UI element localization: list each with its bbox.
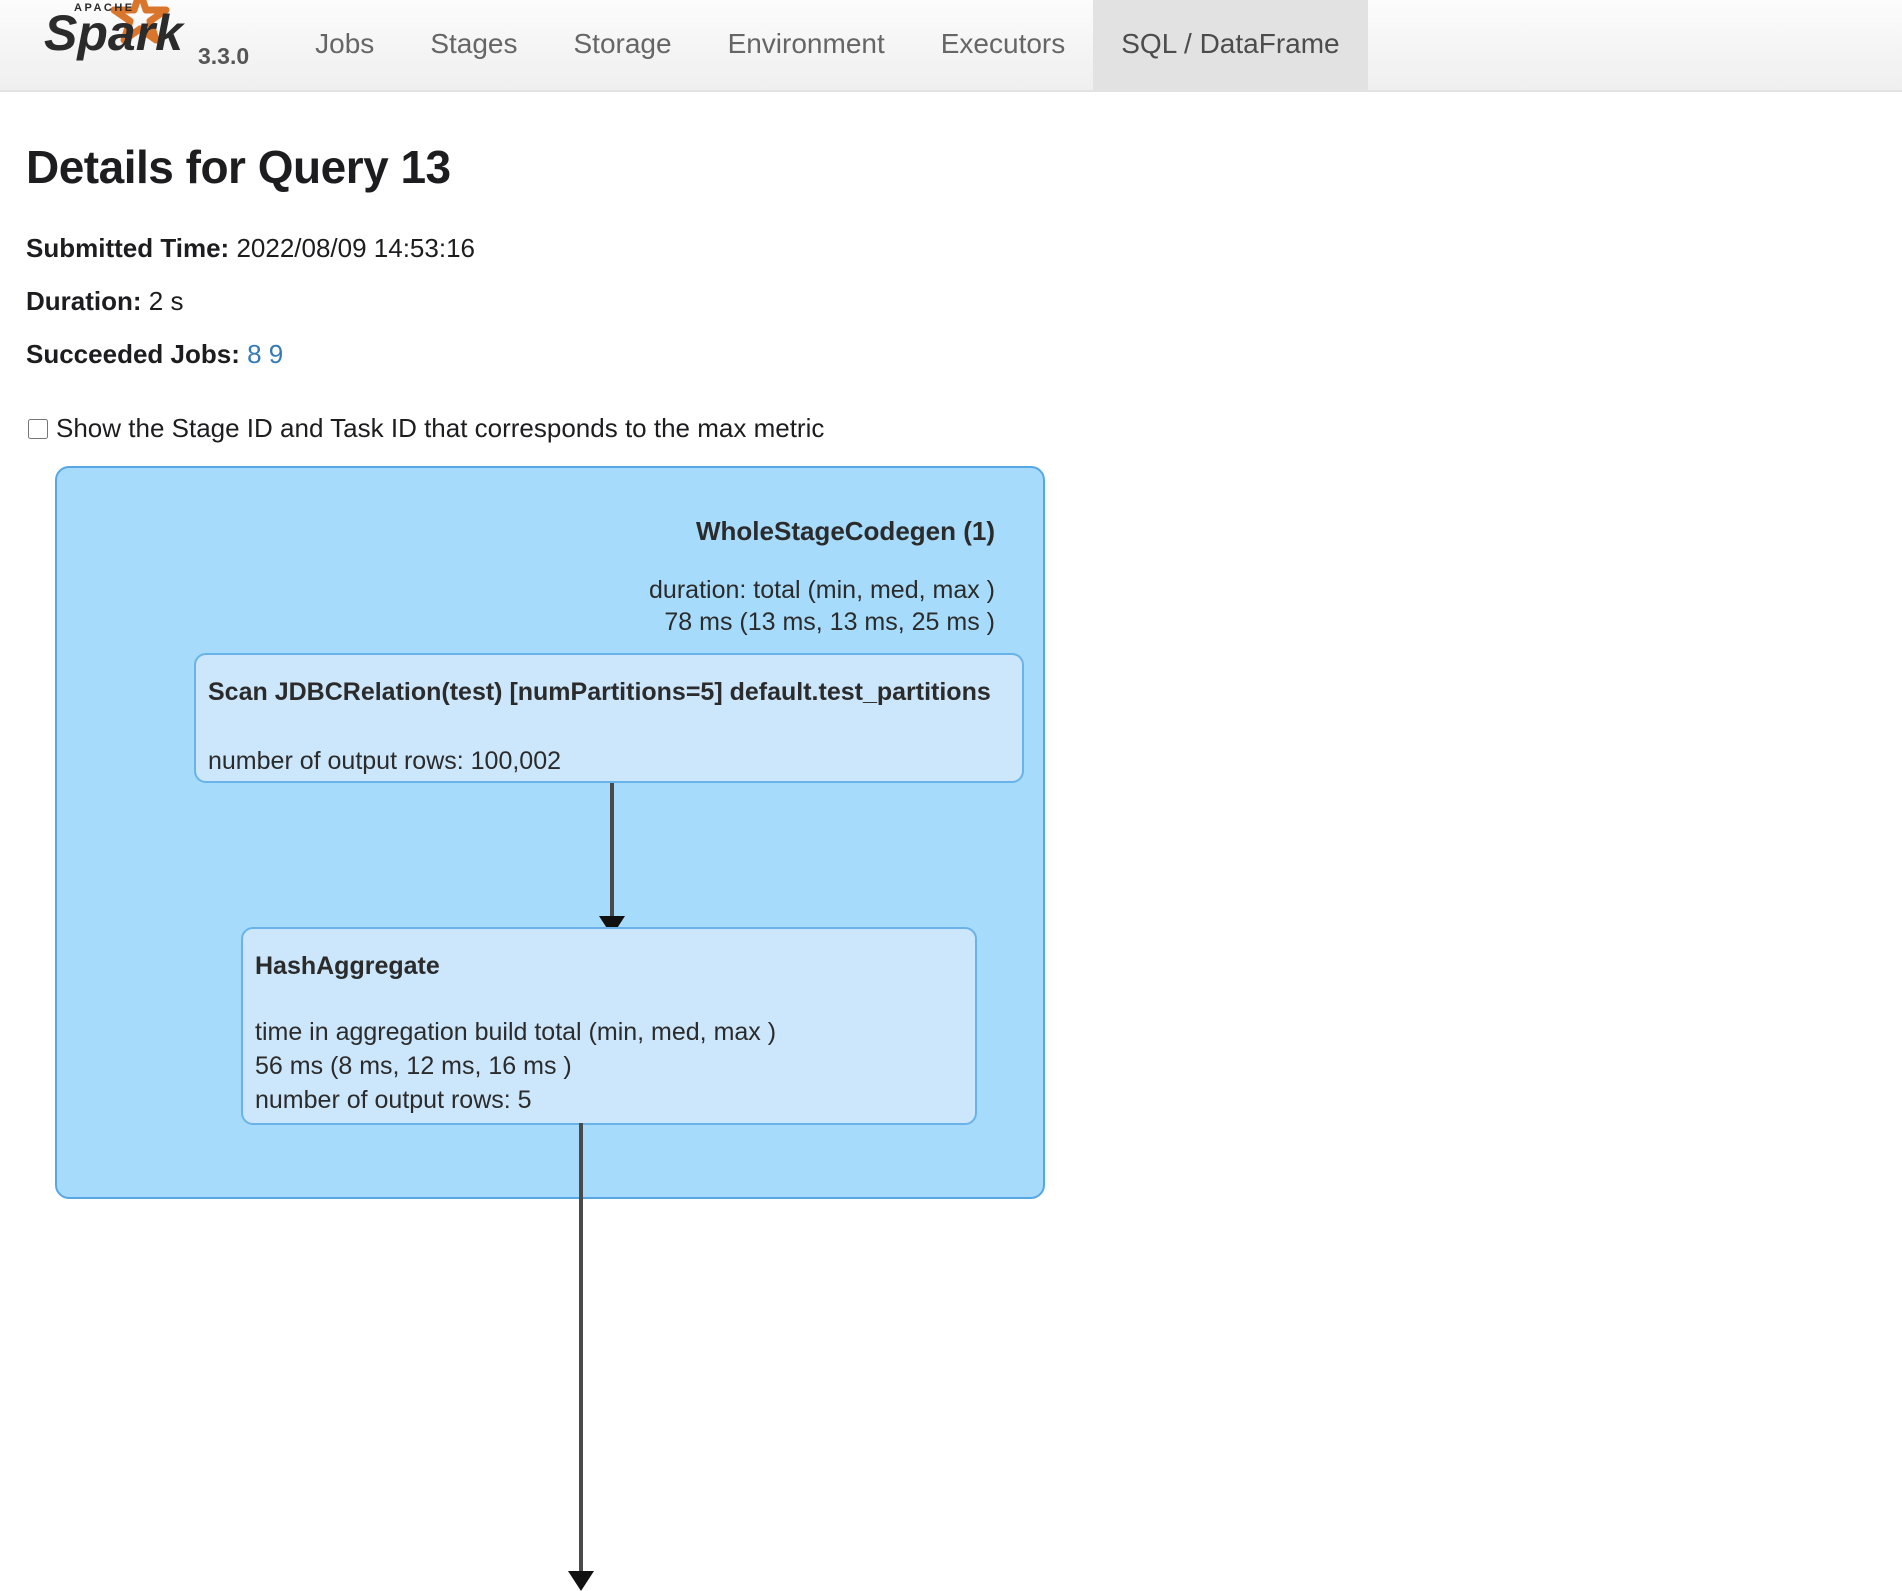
plan-cluster-wholestagecodegen[interactable]: WholeStageCodegen (1) duration: total (m…	[55, 466, 1045, 1200]
succeeded-job-link-8[interactable]: 8	[247, 338, 262, 369]
submitted-time-value: 2022/08/09 14:53:16	[236, 233, 475, 263]
plan-edge-arrowhead-2	[568, 1571, 594, 1591]
nav-tab-jobs-label: Jobs	[315, 28, 375, 59]
plan-edge-hashaggregate-to-next	[579, 1123, 583, 1579]
plan-node-scan-jdbcrelation[interactable]: Scan JDBCRelation(test) [numPartitions=5…	[194, 653, 1024, 784]
brand-area[interactable]: APACHE Spark . 3.3.0	[0, 0, 250, 90]
svg-text:.: .	[176, 38, 180, 53]
nav-tab-sql-dataframe[interactable]: SQL / DataFrame	[1093, 0, 1368, 90]
nav-tab-storage[interactable]: Storage	[545, 0, 699, 90]
nav-tab-storage-label: Storage	[573, 28, 672, 59]
wholestagecodegen-header: WholeStageCodegen (1) duration: total (m…	[649, 516, 995, 638]
wholestagecodegen-title: WholeStageCodegen (1)	[695, 516, 995, 547]
nav-tab-environment-label: Environment	[727, 28, 885, 59]
succeeded-jobs-label: Succeeded Jobs:	[26, 338, 240, 369]
succeeded-jobs-row: Succeeded Jobs: 8 9	[26, 338, 1876, 372]
plan-node-hashaggregate-title: HashAggregate	[255, 952, 440, 981]
submitted-time-row: Submitted Time: 2022/08/09 14:53:16	[26, 232, 1876, 266]
spark-version-label: 3.3.0	[198, 43, 250, 69]
nav-tab-list: Jobs Stages Storage Environment Executor…	[287, 0, 1368, 90]
nav-tab-sql-dataframe-label: SQL / DataFrame	[1121, 28, 1340, 59]
sql-plan-graph: WholeStageCodegen (1) duration: total (m…	[26, 466, 1876, 1591]
apache-spark-logo-icon[interactable]: APACHE Spark .	[30, 0, 190, 66]
page-title: Details for Query 13	[26, 141, 451, 193]
submitted-time-label: Submitted Time:	[26, 233, 230, 263]
wholestagecodegen-metrics: duration: total (min, med, max ) 78 ms (…	[649, 576, 995, 637]
nav-tab-jobs[interactable]: Jobs	[287, 0, 402, 90]
plan-node-hashaggregate[interactable]: HashAggregate time in aggregation build …	[241, 927, 977, 1126]
show-stage-task-id-checkbox[interactable]	[28, 418, 48, 439]
nav-tab-stages[interactable]: Stages	[402, 0, 545, 90]
show-stage-task-id-row[interactable]: Show the Stage ID and Task ID that corre…	[26, 413, 1876, 444]
plan-edge-scan-to-hashaggregate	[610, 783, 614, 924]
duration-label: Duration:	[26, 285, 142, 316]
svg-text:APACHE: APACHE	[74, 2, 135, 14]
top-navbar: APACHE Spark . 3.3.0 Jobs Stages Storage…	[0, 0, 1902, 92]
show-stage-task-id-label: Show the Stage ID and Task ID that corre…	[56, 413, 825, 444]
nav-tab-stages-label: Stages	[430, 28, 518, 59]
nav-tab-executors-label: Executors	[940, 28, 1066, 59]
duration-row: Duration: 2 s	[26, 285, 1876, 319]
plan-node-hashaggregate-metrics: time in aggregation build total (min, me…	[255, 1018, 777, 1114]
svg-text:Spark: Spark	[44, 5, 185, 61]
duration-value: 2 s	[148, 285, 184, 316]
plan-node-scan-title: Scan JDBCRelation(test) [numPartitions=5…	[208, 678, 991, 707]
nav-tab-environment[interactable]: Environment	[700, 0, 913, 90]
succeeded-job-link-9[interactable]: 9	[268, 338, 284, 369]
nav-tab-executors[interactable]: Executors	[913, 0, 1094, 90]
plan-node-scan-metrics: number of output rows: 100,002	[208, 747, 562, 776]
page-content: Details for Query 13 Submitted Time: 202…	[0, 140, 1902, 1591]
